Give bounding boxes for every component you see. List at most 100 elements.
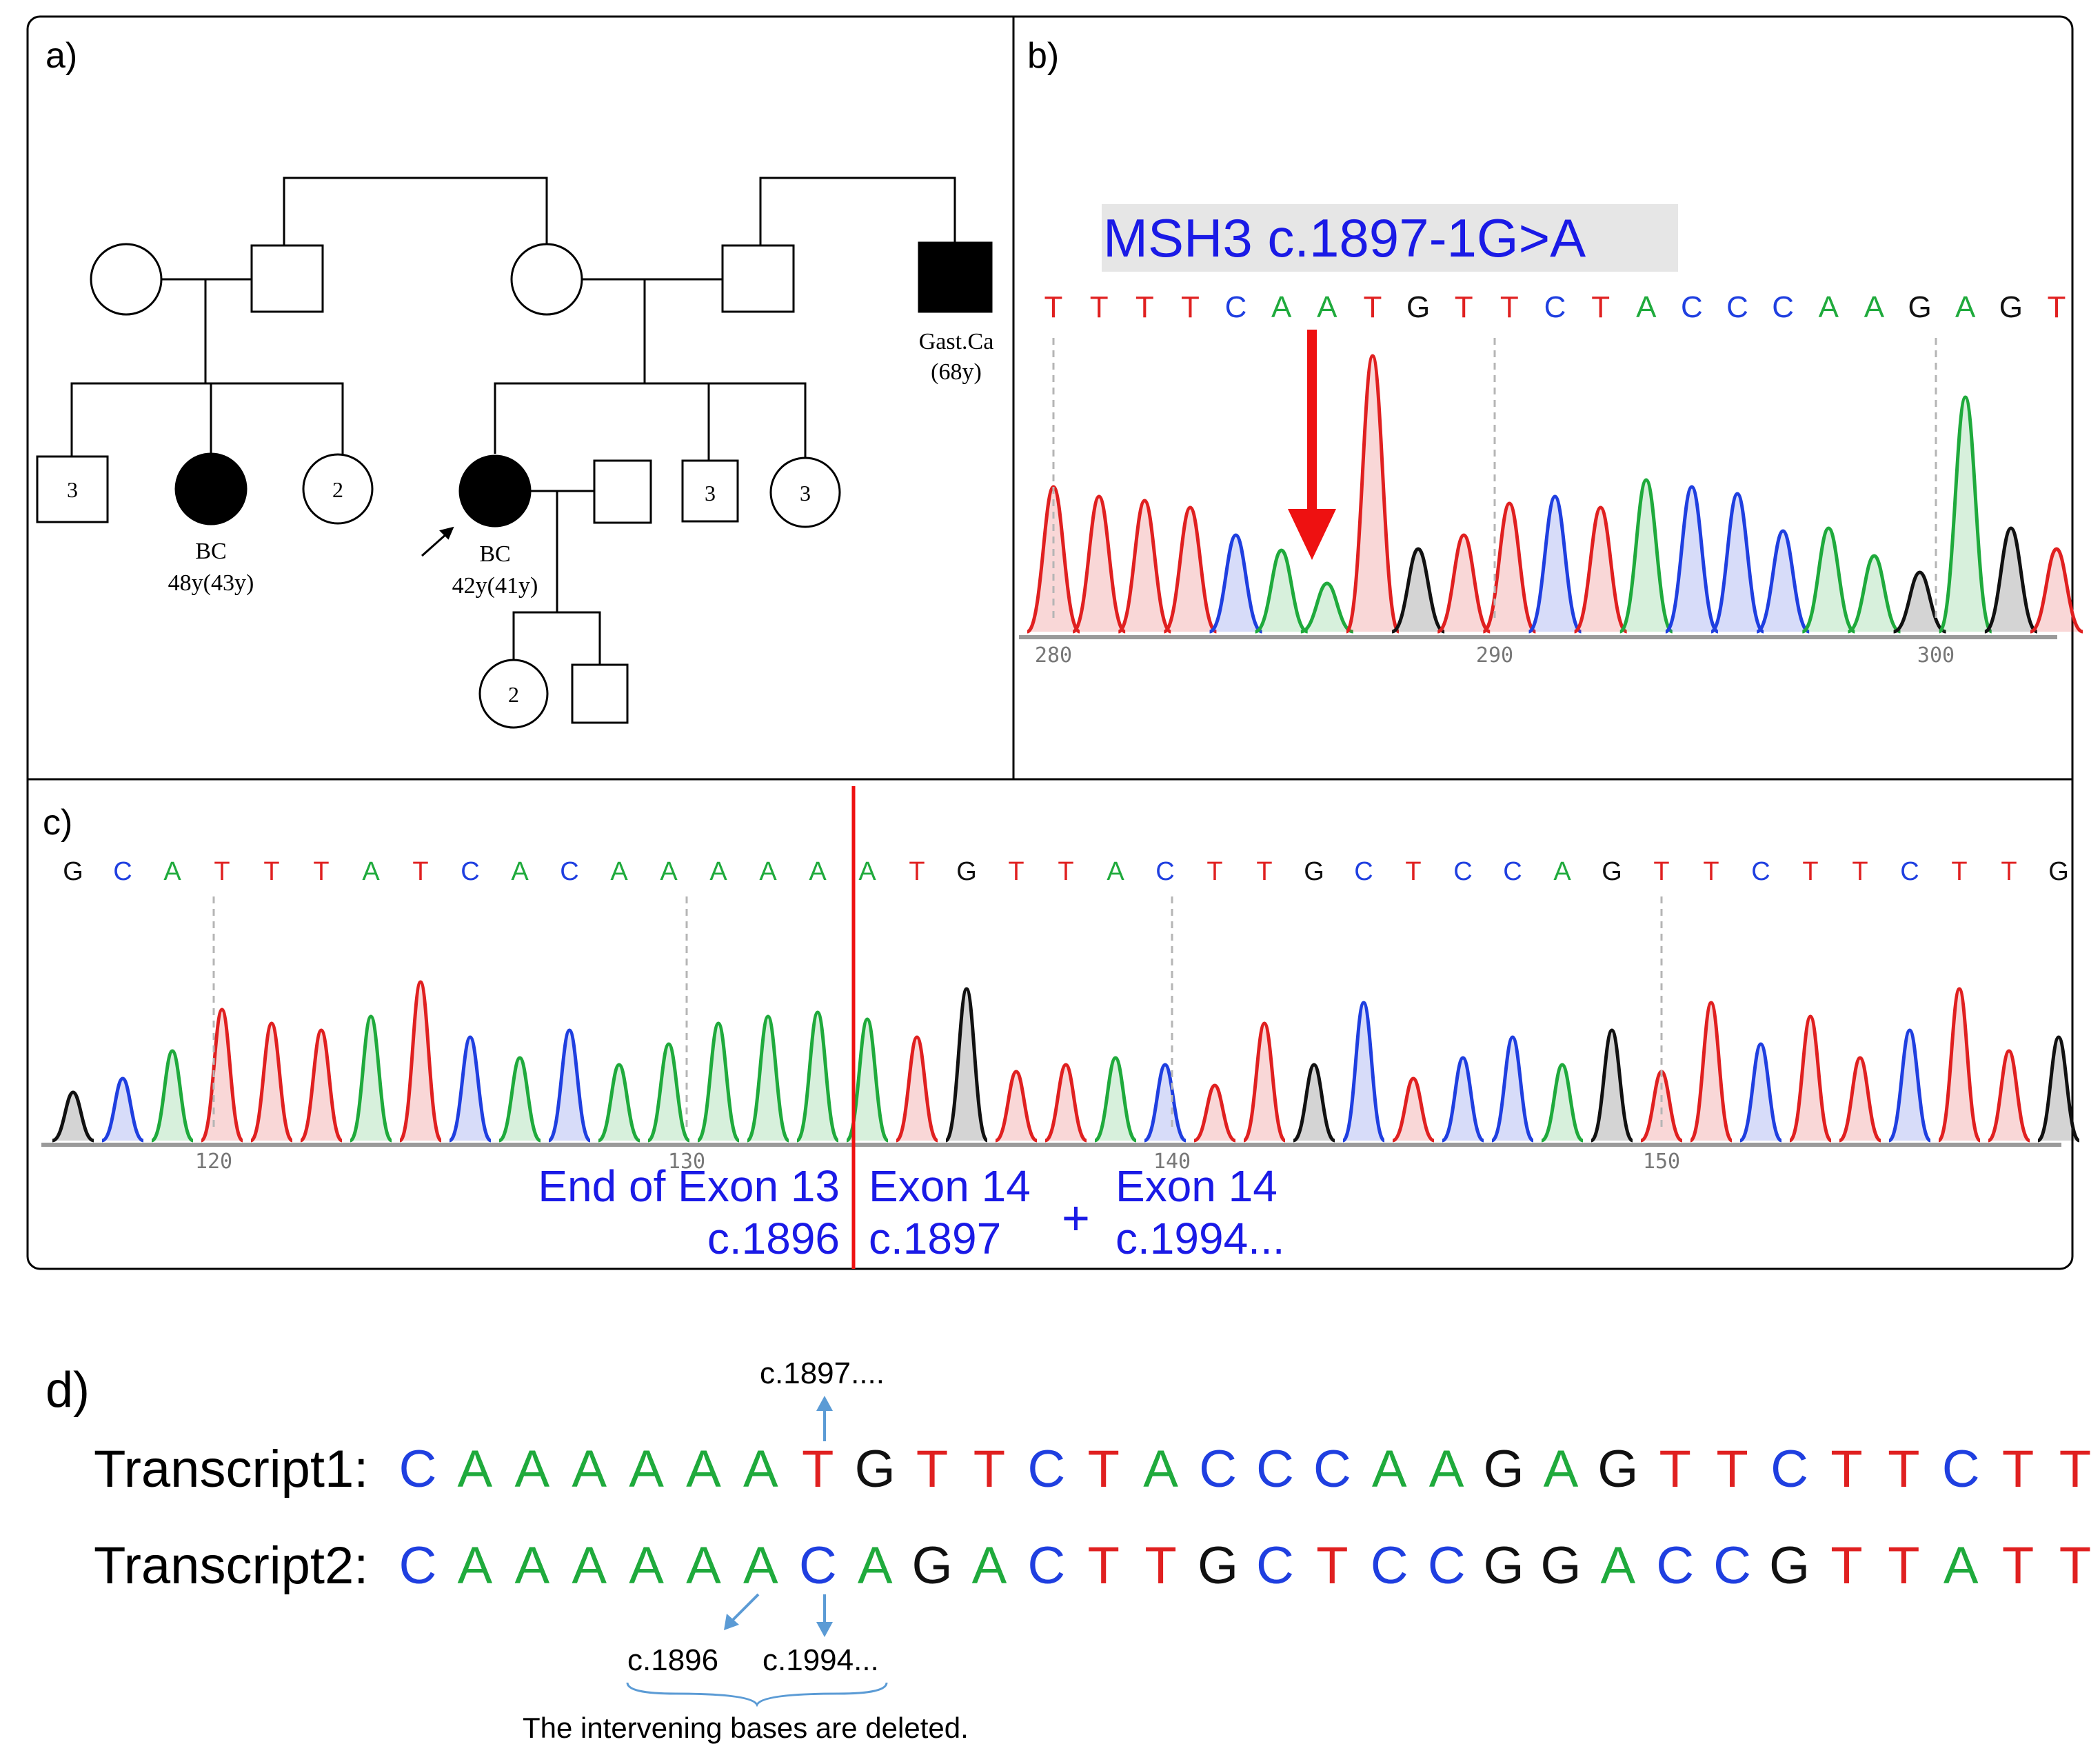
exon-annotation: Exon 14: [869, 1161, 1031, 1211]
trace-peak: [1847, 554, 1901, 634]
transcript2-base: A: [743, 1536, 778, 1595]
pedigree-female: [90, 243, 163, 316]
trace-peak: [1619, 478, 1674, 634]
chromatogram-c-base: G: [1304, 857, 1324, 886]
transcript1-base: C: [1199, 1440, 1237, 1499]
chromatogram-c-base: C: [1453, 857, 1472, 886]
chromatogram-b-base: T: [1135, 290, 1154, 324]
trace-peak: [1163, 505, 1218, 634]
trace-peak: [795, 1010, 840, 1143]
pedigree-label: (68y): [931, 359, 982, 385]
pedigree-male-group: [681, 459, 739, 523]
trace-fill: [1848, 556, 1901, 632]
pedigree-count: 3: [800, 481, 811, 505]
transcript2-base: T: [1144, 1536, 1176, 1595]
mutation-label: MSH3 c.1897-1G>A: [1103, 208, 1586, 268]
trace-peak: [895, 1035, 939, 1143]
transcript1-base: A: [572, 1440, 607, 1499]
tick-label: 130: [668, 1150, 705, 1174]
chromatogram-c-base: G: [956, 857, 977, 886]
transcript2-base: T: [1088, 1536, 1120, 1595]
chromatogram-b-base: T: [1181, 290, 1200, 324]
trace-peak: [1838, 1056, 1882, 1143]
transcript2-base: C: [1371, 1536, 1409, 1595]
trace-peak: [1193, 1083, 1236, 1143]
transcript1-base: T: [1830, 1440, 1862, 1499]
trace-peak: [994, 1070, 1038, 1143]
chromatogram-b-base: C: [1544, 290, 1566, 324]
trace-peak: [150, 1049, 194, 1143]
pedigree-count: 3: [705, 481, 716, 505]
trace-peak: [52, 1090, 94, 1143]
tick-label: 150: [1643, 1150, 1680, 1174]
position-label-1994: c.1994...: [763, 1643, 879, 1677]
pedigree-link: [494, 382, 807, 458]
pedigree-proband: [458, 454, 532, 528]
transcript2-base: A: [629, 1536, 664, 1595]
trace-peak: [1344, 354, 1401, 634]
exon-annotation: c.1994...: [1115, 1214, 1285, 1263]
trace-peak: [696, 1021, 740, 1143]
trace-peak: [1071, 494, 1127, 634]
chromatogram-c-base: C: [1354, 857, 1373, 886]
trace-peak: [1254, 548, 1309, 634]
chromatogram-c-base: T: [214, 857, 230, 886]
trace-peak: [1044, 1063, 1088, 1143]
arrow-down: [816, 1594, 833, 1637]
pedigree-female-affected: [174, 452, 248, 525]
trace-fill: [1939, 397, 1992, 632]
chromatogram-c-base: G: [1602, 857, 1622, 886]
transcript2-base: C: [1027, 1536, 1065, 1595]
trace-fill: [1255, 550, 1308, 632]
trace-peak: [101, 1076, 145, 1143]
trace-peak: [1888, 1028, 1932, 1143]
trace-peak: [746, 1014, 790, 1143]
trace-peak: [1341, 1001, 1386, 1143]
trace-fill: [2030, 549, 2083, 632]
transcript2-base: A: [458, 1536, 493, 1595]
chromatogram-c-base: A: [362, 857, 380, 886]
chromatogram-c-base: T: [313, 857, 329, 886]
chromatogram-b-base: T: [1455, 290, 1473, 324]
trace-peak: [1441, 1056, 1485, 1143]
trace-fill: [1392, 549, 1445, 632]
trace-peak: [1937, 987, 1982, 1143]
chromatogram-c-base: A: [660, 857, 678, 886]
transcript2-base: G: [1540, 1536, 1581, 1595]
transcript1-base: C: [1313, 1440, 1351, 1499]
tick-label: 290: [1476, 643, 1513, 668]
chromatogram-c-base: A: [809, 857, 827, 886]
transcript2-base: A: [858, 1536, 893, 1595]
pedigree-count: 3: [67, 477, 78, 502]
trace-fill: [1711, 494, 1764, 632]
trace-peak: [647, 1042, 691, 1143]
mutation-label-bg: [1102, 204, 1678, 272]
chromatogram-b-traces: [1026, 354, 2083, 634]
chromatogram-c-base: A: [511, 857, 529, 886]
chromatogram-c-base: T: [1951, 857, 1967, 886]
trace-peak: [1788, 1014, 1833, 1143]
chromatogram-b-base: T: [1500, 290, 1519, 324]
transcript1-base: A: [1544, 1440, 1579, 1499]
pedigree-link: [512, 611, 601, 665]
chromatogram-c-base: C: [1503, 857, 1522, 886]
chromatogram-c-base: C: [1155, 857, 1174, 886]
chromatogram-c-base: T: [1703, 857, 1719, 886]
transcript1-base: G: [1597, 1440, 1638, 1499]
tick-label: 140: [1153, 1150, 1191, 1174]
proband-arrow: [421, 532, 447, 557]
trace-peak: [944, 987, 989, 1143]
arrow-down-left: [724, 1593, 760, 1630]
chromatogram-b-base: A: [1636, 290, 1657, 324]
transcript1-base: T: [973, 1440, 1005, 1499]
pedigree-male: [571, 663, 629, 724]
chromatogram-c-base: T: [1256, 857, 1272, 886]
chromatogram-c-base: T: [1852, 857, 1868, 886]
chromatogram-c-base: A: [759, 857, 777, 886]
transcript1-base: T: [802, 1440, 834, 1499]
pedigree-female-group: [302, 453, 374, 525]
